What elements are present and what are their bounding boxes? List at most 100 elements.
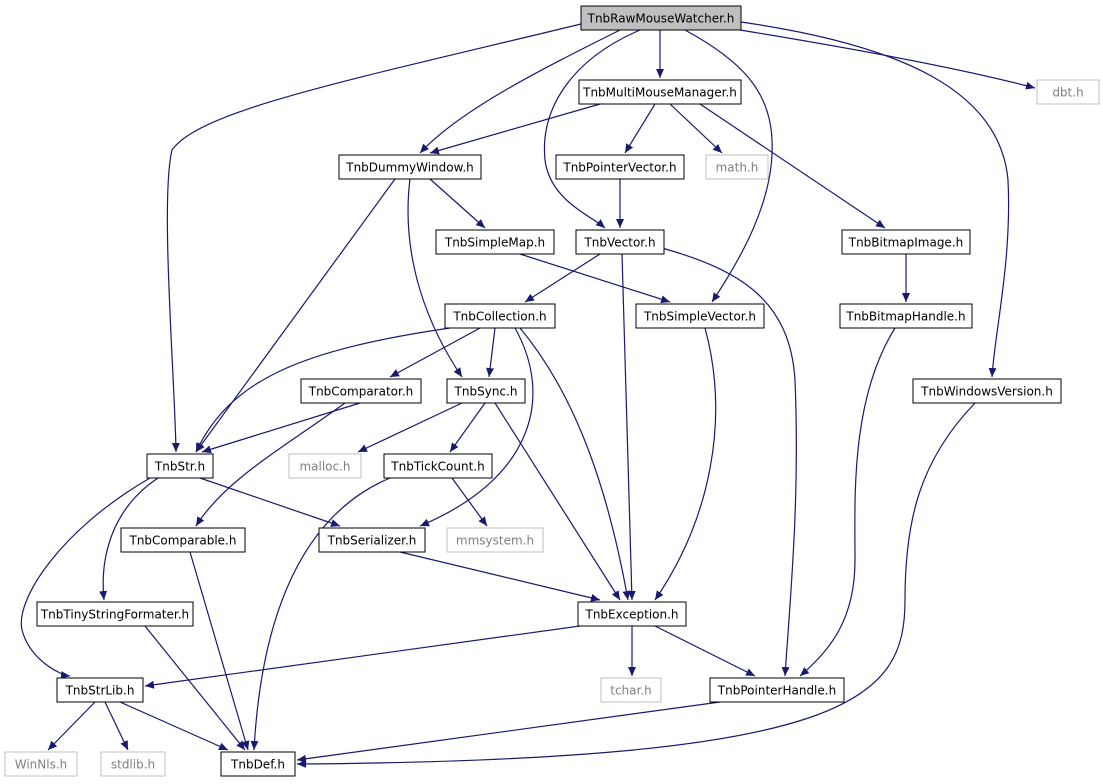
edge-arrow: [519, 253, 671, 304]
edge-sync-to-exception: [494, 402, 621, 601]
node-label: TnbPointerVector.h: [562, 161, 676, 175]
node-rawmouse[interactable]: TnbRawMouseWatcher.h: [580, 5, 742, 31]
edge-arrow: [419, 29, 621, 154]
node-label: mmsystem.h: [456, 534, 534, 548]
node-sync[interactable]: TnbSync.h: [446, 378, 526, 404]
edge-arrow: [144, 625, 581, 689]
node-label: TnbRawMouseWatcher.h: [587, 12, 735, 26]
edge-collection-to-serializer: [419, 327, 534, 527]
node-box: [600, 677, 662, 703]
node-box: [578, 79, 742, 105]
node-multimouse[interactable]: TnbMultiMouseManager.h: [578, 79, 742, 105]
node-strlib[interactable]: TnbStrLib.h: [56, 677, 144, 703]
edge-vector-to-exception: [621, 253, 636, 601]
edge-arrow: [429, 103, 601, 155]
node-box: [446, 378, 526, 404]
edge-comparator-to-comparable: [195, 402, 346, 527]
node-stdlib: stdlib.h: [100, 751, 166, 777]
node-box: [446, 527, 544, 553]
node-label: TnbSync.h: [454, 385, 518, 399]
edge-vector-to-collection: [524, 253, 601, 303]
node-box: [288, 453, 362, 479]
node-label: TnbDef.h: [230, 758, 285, 772]
node-vector[interactable]: TnbVector.h: [575, 229, 665, 255]
edge-arrow: [99, 477, 159, 601]
node-label: TnbVector.h: [583, 236, 655, 250]
node-serializer[interactable]: TnbSerializer.h: [318, 527, 426, 553]
node-dbt: dbt.h: [1036, 79, 1100, 105]
edge-multimouse-to-math: [669, 103, 723, 154]
node-mmsystem: mmsystem.h: [446, 527, 544, 553]
node-box: [318, 527, 426, 553]
node-label: dbt.h: [1052, 86, 1083, 100]
node-label: TnbCollection.h: [452, 310, 546, 324]
edge-tickcount-to-def: [250, 477, 391, 751]
node-box: [100, 751, 166, 777]
node-pointerhandle[interactable]: TnbPointerHandle.h: [709, 677, 845, 703]
node-collection[interactable]: TnbCollection.h: [444, 303, 556, 329]
node-label: TnbWindowsVersion.h: [920, 385, 1053, 399]
edge-collection-to-exception: [519, 327, 631, 601]
edge-arrow: [119, 701, 229, 751]
node-box: [383, 453, 493, 479]
node-box: [575, 229, 665, 255]
edge-serializer-to-exception: [399, 551, 601, 602]
edge-arrow: [684, 29, 773, 303]
node-box: [300, 378, 422, 404]
edge-str-to-strlib: [20, 477, 151, 680]
node-simplemap[interactable]: TnbSimpleMap.h: [435, 229, 555, 255]
edge-str-to-serializer: [199, 477, 341, 527]
edge-arrow: [195, 402, 346, 527]
edge-arrow: [494, 402, 621, 601]
node-bitmapimage[interactable]: TnbBitmapImage.h: [841, 229, 971, 255]
edge-arrow: [624, 103, 656, 154]
edge-strlib-to-def: [119, 701, 229, 751]
edge-arrow: [739, 29, 1036, 90]
node-label: stdlib.h: [111, 758, 155, 772]
node-str[interactable]: TnbStr.h: [146, 453, 214, 479]
node-tinystring[interactable]: TnbTinyStringFormater.h: [36, 601, 194, 627]
node-tchar: tchar.h: [600, 677, 662, 703]
node-simplevector[interactable]: TnbSimpleVector.h: [635, 303, 765, 329]
node-label: TnbBitmapImage.h: [848, 236, 964, 250]
edge-strlib-to-winnls: [47, 701, 96, 751]
edge-arrow: [486, 327, 496, 378]
edge-tickcount-to-mmsystem: [451, 477, 488, 527]
edge-collection-to-str: [195, 327, 451, 453]
node-dummywindow[interactable]: TnbDummyWindow.h: [338, 154, 482, 180]
edge-str-to-tinystring: [99, 477, 159, 601]
edge-arrow: [621, 253, 636, 601]
edge-arrow: [661, 247, 797, 677]
edge-dummywindow-to-sync: [407, 178, 463, 378]
node-label: tchar.h: [610, 684, 652, 698]
node-box: [709, 677, 845, 703]
node-box: [577, 601, 687, 627]
node-label: TnbStr.h: [154, 460, 205, 474]
edge-arrow: [543, 29, 641, 229]
edge-layer: [20, 21, 1036, 768]
edge-collection-to-comparator: [389, 327, 481, 378]
edge-arrow: [669, 103, 723, 154]
node-box: [120, 527, 246, 553]
edge-arrow: [296, 701, 721, 763]
edge-rawmouse-to-dummywindow: [419, 29, 621, 154]
node-winversion[interactable]: TnbWindowsVersion.h: [912, 378, 1062, 404]
node-tickcount[interactable]: TnbTickCount.h: [383, 453, 493, 479]
node-comparable[interactable]: TnbComparable.h: [120, 527, 246, 553]
node-malloc: malloc.h: [288, 453, 362, 479]
edge-rawmouse-to-simplevector: [684, 29, 773, 303]
node-box: [912, 378, 1062, 404]
node-label: math.h: [716, 161, 759, 175]
node-box: [555, 154, 685, 180]
node-box: [435, 229, 555, 255]
node-pointervector[interactable]: TnbPointerVector.h: [555, 154, 685, 180]
node-layer: TnbRawMouseWatcher.hTnbMultiMouseManager…: [4, 5, 1100, 777]
node-bitmaphandle[interactable]: TnbBitmapHandle.h: [839, 303, 973, 329]
node-comparator[interactable]: TnbComparator.h: [300, 378, 422, 404]
node-exception[interactable]: TnbException.h: [577, 601, 687, 627]
edge-arrow: [654, 327, 717, 601]
edge-simplevector-to-exception: [654, 327, 717, 601]
node-def[interactable]: TnbDef.h: [220, 751, 296, 777]
node-label: TnbStrLib.h: [65, 684, 135, 698]
